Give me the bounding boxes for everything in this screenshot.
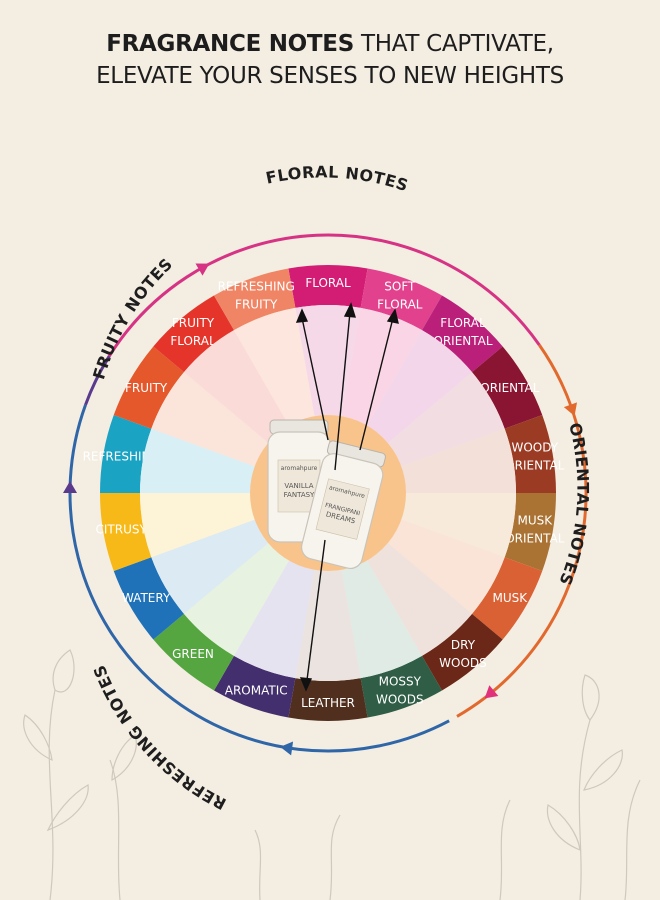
segment-label-mossy-woods: MOSSY xyxy=(379,674,422,688)
inner-wedge-mossy-woods xyxy=(341,560,422,679)
headline-line-2: ELEVATE YOUR SENSES TO NEW HEIGHTS xyxy=(96,63,564,89)
segment-label-fruity-floral: FRUITY xyxy=(172,316,215,330)
inner-wedge-citrusy xyxy=(140,493,255,558)
segment-musk-oriental xyxy=(504,493,556,571)
headline: FRAGRANCE NOTES THAT CAPTIVATE, ELEVATE … xyxy=(0,28,660,92)
segment-citrusy xyxy=(100,493,152,571)
arrow-head-icon xyxy=(386,308,399,324)
segment-label-fruity-floral: FLORAL xyxy=(170,334,216,348)
segment-label-musk-oriental: MUSK xyxy=(517,513,553,527)
category-arc-arrows xyxy=(63,263,578,756)
segment-label-floral-oriental: ORIENTAL xyxy=(433,334,492,348)
inner-wedge-woody-oriental xyxy=(401,428,516,493)
floral-category-arc xyxy=(103,233,541,365)
segment-label-green: GREEN xyxy=(172,647,214,661)
inner-wedge-soft-floral xyxy=(341,307,422,426)
inner-wedge-oriental xyxy=(387,372,505,467)
segment-label-refreshing: REFRESHING xyxy=(83,450,160,464)
segment-label-woody-oriental: WOODY xyxy=(511,441,558,455)
segment-refreshing xyxy=(100,415,152,493)
segment-woody-oriental xyxy=(504,415,556,493)
arrow-to-floral-oriental xyxy=(359,317,394,451)
segment-label-aromatic: AROMATIC xyxy=(225,683,288,697)
fruity-category-arc xyxy=(84,355,111,406)
jar-name-line-2: FANTASY xyxy=(284,491,315,499)
inner-wedge-fruity xyxy=(151,372,269,467)
segment-label-leather: LEATHER xyxy=(301,696,355,710)
arrow-to-floral xyxy=(301,317,329,441)
segment-musk xyxy=(472,557,543,640)
segment-refreshing-fruity xyxy=(214,268,296,331)
segment-label-watery: WATERY xyxy=(122,591,171,605)
headline-bold: FRAGRANCE NOTES xyxy=(106,31,354,57)
arrow-head-icon xyxy=(343,302,356,318)
segment-label-floral: FLORAL xyxy=(305,276,351,290)
inner-pastel-ring xyxy=(140,305,516,681)
note-segments: FLORAL SOFT FLORAL FLORAL ORIENTAL ORIENTAL WO… xyxy=(83,265,565,721)
segment-label-citrusy: CITRUSY xyxy=(96,522,148,536)
inner-wedge-musk-oriental xyxy=(401,493,516,558)
category-arcs xyxy=(68,233,588,753)
segment-label-mossy-woods: WOODS xyxy=(376,692,424,706)
botanical-decoration xyxy=(23,649,641,900)
inner-wedge-green xyxy=(183,543,289,656)
oriental-category-arc xyxy=(456,344,588,718)
arrow-head-icon xyxy=(299,677,313,692)
arc-arrow-icon xyxy=(484,685,499,699)
segment-label-musk-oriental: ORIENTAL xyxy=(505,531,564,545)
inner-wedge-fruity-floral xyxy=(183,330,289,443)
segment-label-refreshing-fruity: FRUITY xyxy=(235,298,278,312)
inner-wedge-leather xyxy=(295,569,361,681)
arc-arrow-icon xyxy=(63,481,77,493)
inner-wedge-musk xyxy=(387,519,505,614)
segment-label-dry-woods: WOODS xyxy=(439,656,487,670)
inner-wedge-watery xyxy=(151,519,269,614)
segment-leather xyxy=(288,678,368,721)
jar-name-line-1: VANILLA xyxy=(284,482,313,490)
headline-line-1: FRAGRANCE NOTES THAT CAPTIVATE, xyxy=(0,28,660,60)
segment-floral-oriental xyxy=(422,295,503,373)
segment-aromatic xyxy=(214,655,296,718)
segment-soft-floral xyxy=(360,268,442,331)
segment-label-refreshing-fruity: REFRESHING xyxy=(218,280,295,294)
oriental-notes-label: ORIENTAL NOTES xyxy=(555,421,592,588)
segment-label-soft-floral: SOFT xyxy=(384,280,416,294)
inner-wedge-refreshing xyxy=(140,428,255,493)
inner-wedge-floral-oriental xyxy=(367,330,473,443)
arc-arrow-icon xyxy=(195,263,210,276)
segment-label-fruity: FRUITY xyxy=(125,381,168,395)
headline-rest: THAT CAPTIVATE, xyxy=(360,31,554,57)
arrow-to-soft-floral xyxy=(334,311,351,471)
arrow-to-aromatic xyxy=(306,539,326,681)
segment-label-woody-oriental: ORIENTAL xyxy=(505,459,564,473)
segment-green xyxy=(153,613,234,691)
segment-label-soft-floral: FLORAL xyxy=(377,298,423,312)
segment-floral xyxy=(288,265,368,308)
segment-label-oriental: ORIENTAL xyxy=(480,381,539,395)
arrow-head-icon xyxy=(295,308,309,323)
jar-brand: aromahpure xyxy=(281,465,318,472)
candle-jar-frangipani-dreams: aromahpure FRANGIPANI DREAMS xyxy=(300,440,386,570)
segment-label-floral-oriental: FLORAL xyxy=(440,316,486,330)
inner-wedge-dry-woods xyxy=(367,543,473,656)
segment-fruity-floral xyxy=(153,295,234,373)
refreshing-category-arc xyxy=(68,404,450,753)
segment-oriental xyxy=(472,346,543,429)
inner-wedge-aromatic xyxy=(234,560,315,679)
segment-dry-woods xyxy=(422,613,503,691)
segment-label-dry-woods: DRY xyxy=(451,638,476,652)
segment-fruity xyxy=(113,346,184,429)
inner-wedge-refreshing-fruity xyxy=(234,307,315,426)
floral-notes-label: FLORAL NOTES xyxy=(264,162,411,195)
inner-wedge-floral xyxy=(295,305,361,417)
arc-arrow-icon xyxy=(563,402,578,417)
segment-label-musk: MUSK xyxy=(493,591,529,605)
pointer-arrows xyxy=(295,302,399,692)
arc-arrow-icon xyxy=(280,741,294,756)
segment-watery xyxy=(113,557,184,640)
segment-mossy-woods xyxy=(360,655,442,718)
